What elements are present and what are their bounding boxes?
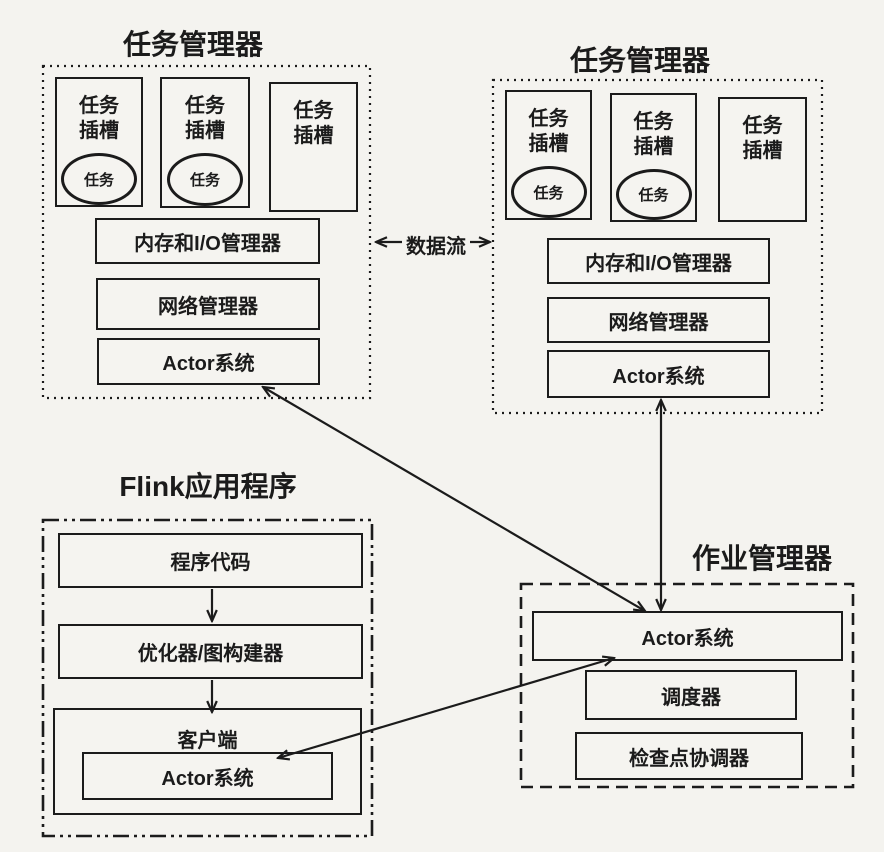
task-ellipse: 任务 [61,153,137,205]
task-ellipse: 任务 [167,153,243,206]
task-slot-label: 任务 插槽 [528,108,569,155]
tm-left-task-slot-1: 任务 插槽 任务 [55,77,143,207]
task-slot-label: 任务 插槽 [79,95,119,142]
tm-left-memory-io-box: 内存和I/O管理器 [95,218,320,264]
task-ellipse: 任务 [615,169,692,220]
tm-right-actor-box: Actor系统 [547,350,770,398]
task-manager-left-title: 任务管理器 [122,29,263,60]
tm-right-task-slot-3: 任务 插槽 [718,97,807,222]
flink-program-code-box: 程序代码 [58,533,363,588]
tm-right-network-box: 网络管理器 [547,297,770,343]
jm-scheduler-box: 调度器 [585,670,797,720]
flink-client-label: 客户端 [177,730,238,752]
tm-left-network-box: 网络管理器 [96,278,320,330]
tm-right-memory-io-box: 内存和I/O管理器 [547,238,770,284]
flink-optimizer-box: 优化器/图构建器 [58,624,363,679]
tm-left-actor-box: Actor系统 [97,338,320,385]
flink-client-actor-box: Actor系统 [82,752,333,800]
task-slot-label: 任务 插槽 [293,100,334,147]
tm-left-task-slot-2: 任务 插槽 任务 [160,77,250,208]
tm-right-task-slot-1: 任务 插槽 任务 [505,90,592,220]
tm-right-task-slot-2: 任务 插槽 任务 [610,93,697,222]
tm-left-task-slot-3: 任务 插槽 [269,82,358,212]
jm-checkpoint-box: 检查点协调器 [575,732,803,780]
task-slot-label: 任务 插槽 [742,115,783,162]
task-manager-right-title: 任务管理器 [569,45,710,76]
task-slot-label: 任务 插槽 [633,111,674,158]
jm-actor-box: Actor系统 [532,611,843,661]
task-slot-label: 任务 插槽 [185,95,225,142]
task-ellipse: 任务 [510,166,587,218]
data-flow-label: 数据流 [402,230,470,259]
job-manager-title: 作业管理器 [691,543,832,574]
